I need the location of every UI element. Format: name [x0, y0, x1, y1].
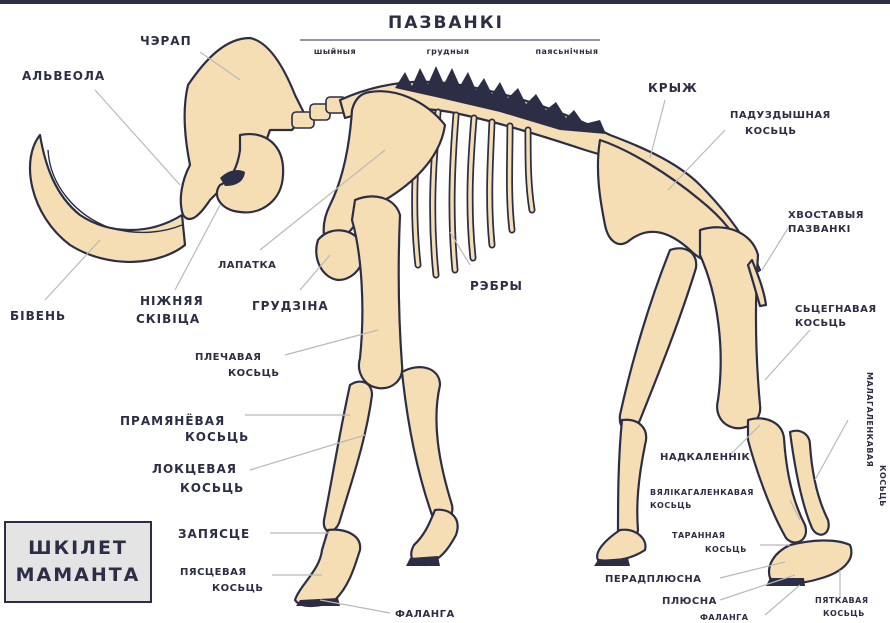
ulna-bone — [402, 367, 452, 521]
label-femur-1: СЬЦЕГНАВАЯ — [795, 304, 877, 315]
diagram-title-line1: ШКІЛЕТ — [28, 535, 128, 562]
humerus-bone — [352, 196, 402, 388]
label-patella: НАДКАЛЕННІК — [660, 452, 751, 463]
label-tusk: БІВЕНЬ — [10, 309, 66, 323]
label-phalanx-front: ФАЛАНГА — [395, 609, 455, 620]
femur-bone — [700, 227, 760, 428]
label-sternum: ГРУДЗІНА — [252, 299, 329, 313]
front-foot-left — [295, 530, 360, 606]
diagram-title-line2: МАМАНТА — [16, 562, 141, 589]
label-phalanx-hind: ФАЛАНГА — [700, 613, 749, 622]
label-tarsus: ПЕРАДПЛЮСНА — [605, 574, 702, 585]
vertebrae-sub-lumbar: паясьнічныя — [535, 46, 598, 56]
label-ilium-1: ПАДУЗДЫШНАЯ — [730, 110, 831, 121]
label-ilium-2: КОСЬЦЬ — [745, 126, 797, 137]
label-humerus-1: ПЛЕЧАВАЯ — [195, 352, 261, 363]
hind-leg-far — [620, 248, 696, 431]
label-tail-1: ХВОСТАВЫЯ — [788, 210, 864, 221]
label-talus-1: ТАРАННАЯ — [672, 531, 725, 540]
label-sacrum: КРЫЖ — [648, 81, 698, 95]
hind-foot-near — [769, 540, 851, 583]
label-metacarpus-2: КОСЬЦЬ — [212, 583, 264, 594]
vertebrae-sub-thoracic: грудныя — [427, 47, 470, 56]
radius-bone — [324, 382, 372, 532]
label-ulna-2: КОСЬЦЬ — [180, 481, 244, 495]
label-talus-2: КОСЬЦЬ — [705, 545, 747, 554]
hind-lower-far — [618, 420, 646, 543]
label-radius-1: ПРАМЯНЁВАЯ — [120, 413, 225, 428]
label-humerus-2: КОСЬЦЬ — [228, 368, 280, 379]
label-carpus: ЗАПЯСЦЕ — [178, 527, 250, 541]
label-tail-2: ПАЗВАНКІ — [788, 224, 851, 235]
tusk-bone — [30, 135, 185, 262]
label-metatarsus: ПЛЮСНА — [662, 596, 717, 607]
label-fibula-2: КОСЬЦЬ — [878, 465, 887, 507]
label-lower-jaw-2: СКІВІЦА — [136, 312, 200, 326]
label-scapula: ЛАПАТКА — [218, 260, 276, 271]
label-femur-2: КОСЬЦЬ — [795, 318, 847, 329]
label-calcaneus-2: КОСЬЦЬ — [823, 609, 865, 618]
label-tibia-1: ВЯЛІКАГАЛЕНКАВАЯ — [650, 488, 754, 497]
label-alveolus: АЛЬВЕОЛА — [22, 69, 105, 83]
label-ribs: РЭБРЫ — [470, 279, 523, 293]
label-ulna-1: ЛОКЦЕВАЯ — [152, 462, 237, 476]
label-skull: ЧЭРАП — [140, 34, 192, 48]
vertebrae-title: ПАЗВАНКІ — [388, 13, 504, 33]
label-fibula-1: МАЛАГАЛЕНКАВАЯ — [865, 372, 874, 467]
label-radius-2: КОСЬЦЬ — [185, 430, 249, 444]
vertebrae-sub-cervical: шыйныя — [314, 47, 356, 56]
label-metacarpus-1: ПЯСЦЕВАЯ — [180, 567, 247, 578]
hind-foot-far — [597, 530, 645, 561]
label-lower-jaw-1: НІЖНЯЯ — [140, 294, 204, 308]
label-calcaneus-1: ПЯТКАВАЯ — [815, 596, 869, 605]
label-tibia-2: КОСЬЦЬ — [650, 501, 692, 510]
diagram-title-box: ШКІЛЕТ МАМАНТА — [4, 521, 152, 603]
